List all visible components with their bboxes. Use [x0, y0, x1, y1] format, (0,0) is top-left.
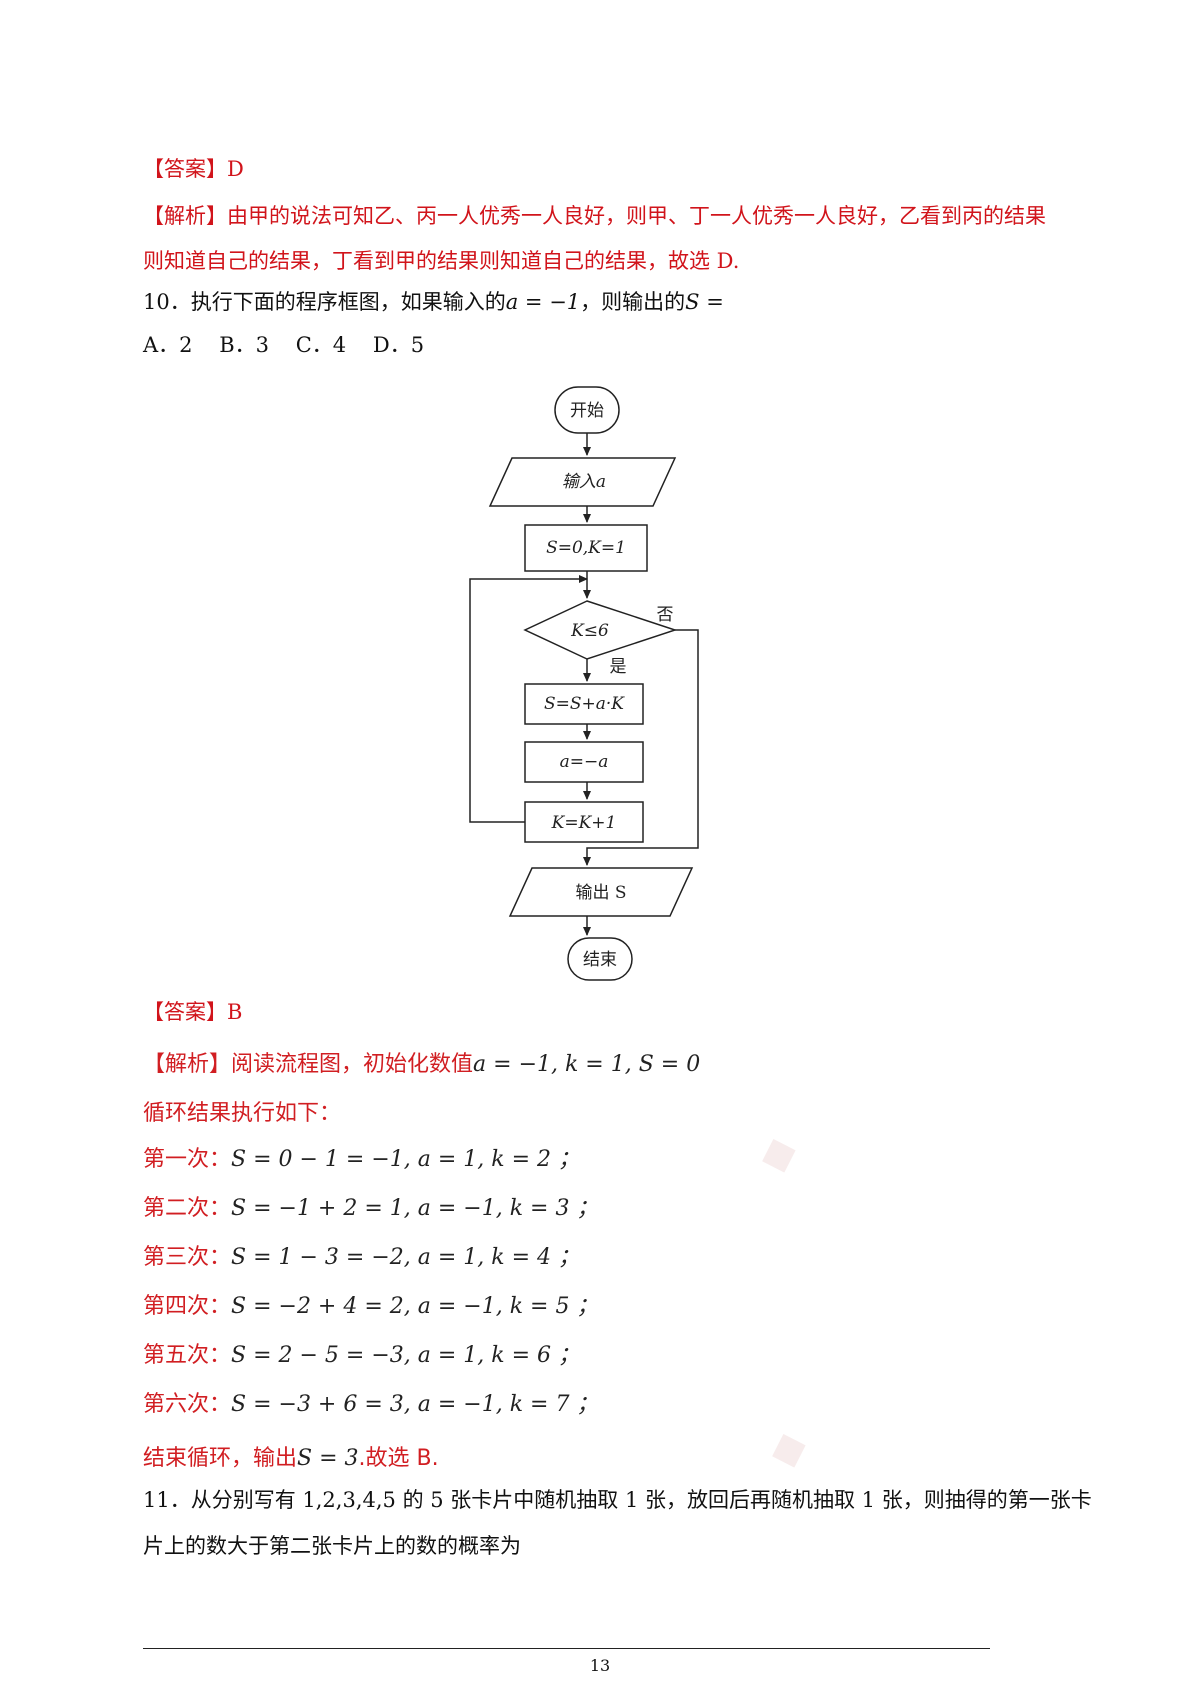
step-negate-box: [524, 741, 644, 783]
iteration-math: S = 2 − 5 = −3, a = 1, k = 6 ；: [231, 1343, 581, 1368]
end-label: 结束: [583, 950, 617, 970]
input-label: 输入a: [562, 472, 606, 492]
question-math-2: S =: [685, 290, 724, 314]
answer-10: 【答案】B: [143, 997, 242, 1027]
answer-label: 【答案】: [143, 1000, 227, 1024]
no-label: 否: [657, 605, 674, 625]
watermark: ◆: [762, 1415, 813, 1479]
loop-back-arrow: [469, 575, 588, 823]
iteration-row: 第四次：S = −2 + 4 = 2, a = −1, k = 5 ；: [143, 1292, 598, 1322]
iteration-label: 第一次：: [143, 1147, 232, 1172]
iteration-label: 第三次：: [143, 1245, 232, 1270]
iteration-row: 第二次：S = −1 + 2 = 1, a = −1, k = 3 ；: [143, 1194, 598, 1224]
analysis-9-line-1: 【解析】由甲的说法可知乙、丙一人优秀一人良好，则甲、丁一人优秀一人良好，乙看到丙…: [143, 201, 1046, 231]
no-branch-arrow: [583, 629, 699, 866]
question-math: a = −1: [505, 290, 581, 314]
iteration-math: S = 0 − 1 = −1, a = 1, k = 2 ；: [231, 1147, 581, 1172]
question-11-line-1: 11．从分别写有 1,2,3,4,5 的 5 张卡片中随机抽取 1 张，放回后再…: [143, 1488, 1092, 1512]
iteration-label: 第六次：: [143, 1392, 232, 1417]
condition-label: K≤6: [570, 621, 609, 641]
iteration-row: 第六次：S = −3 + 6 = 3, a = −1, k = 7 ；: [143, 1390, 598, 1420]
analysis-10-loop-title: 循环结果执行如下：: [143, 1101, 342, 1126]
answer-value: D: [227, 157, 244, 181]
step-increment-label: K=K+1: [551, 813, 617, 833]
question-text-mid: ，则输出的: [580, 290, 686, 314]
iteration-math: S = 1 − 3 = −2, a = 1, k = 4 ；: [231, 1245, 581, 1270]
question-10-stem: 10．执行下面的程序框图，如果输入的a = −1，则输出的S =: [143, 287, 724, 317]
step-negate-label: a=−a: [560, 752, 609, 772]
page-number: 13: [589, 1656, 611, 1675]
step-increment-box: [524, 801, 644, 843]
conclusion-end: .故选 B.: [358, 1446, 439, 1471]
analysis-10-intro: 【解析】阅读流程图，初始化数值a = −1, k = 1, S = 0: [143, 1050, 700, 1080]
analysis-text: 由甲的说法可知乙、丙一人优秀一人良好，则甲、丁一人优秀一人良好，乙看到丙的结果: [227, 204, 1046, 228]
yes-label: 是: [610, 657, 627, 677]
watermark: ◆: [752, 1120, 803, 1184]
answer-label: 【答案】: [143, 157, 227, 181]
question-text: 10．执行下面的程序框图，如果输入的: [143, 290, 506, 314]
flowchart: 开始 输入a S=0,K=1 K≤6 否 是 S=S+a·K a=−a K=K+…: [469, 386, 699, 981]
output-box: [508, 867, 694, 917]
init-box: [524, 524, 648, 572]
init-label: S=0,K=1: [546, 538, 626, 558]
question-10-options: A．2 B．3 C．4 D．5: [143, 333, 425, 357]
iteration-math: S = −3 + 6 = 3, a = −1, k = 7 ；: [231, 1392, 599, 1417]
step-sum-box: [524, 683, 644, 725]
analysis-intro-text: 阅读流程图，初始化数值: [231, 1052, 474, 1077]
analysis-label: 【解析】: [143, 1052, 232, 1077]
iteration-math: S = −1 + 2 = 1, a = −1, k = 3 ；: [231, 1196, 599, 1221]
answer-value: B: [227, 1000, 243, 1024]
start-label: 开始: [570, 401, 604, 421]
iteration-label: 第五次：: [143, 1343, 232, 1368]
input-box: [488, 457, 677, 507]
analysis-9-line-2: 则知道自己的结果，丁看到甲的结果则知道自己的结果，故选 D.: [143, 249, 740, 273]
iteration-label: 第四次：: [143, 1294, 232, 1319]
iteration-math: S = −2 + 4 = 2, a = −1, k = 5 ；: [231, 1294, 599, 1319]
analysis-10-conclusion: 结束循环，输出S = 3.故选 B.: [143, 1444, 439, 1474]
analysis-label: 【解析】: [143, 204, 227, 228]
question-11-line-2: 片上的数大于第二张卡片上的数的概率为: [143, 1534, 521, 1558]
answer-9: 【答案】D: [143, 154, 244, 184]
iteration-row: 第五次：S = 2 − 5 = −3, a = 1, k = 6 ；: [143, 1341, 580, 1371]
step-sum-label: S=S+a·K: [544, 694, 625, 714]
output-label: 输出 S: [575, 883, 626, 903]
iteration-row: 第一次：S = 0 − 1 = −1, a = 1, k = 2 ；: [143, 1145, 580, 1175]
analysis-intro-math: a = −1, k = 1, S = 0: [473, 1052, 701, 1077]
footer-rule: [143, 1648, 990, 1649]
iteration-label: 第二次：: [143, 1196, 232, 1221]
iteration-row: 第三次：S = 1 − 3 = −2, a = 1, k = 4 ；: [143, 1243, 580, 1273]
end-terminal: [567, 937, 633, 981]
conclusion-text: 结束循环，输出: [143, 1446, 298, 1471]
conclusion-math: S = 3: [297, 1446, 359, 1471]
